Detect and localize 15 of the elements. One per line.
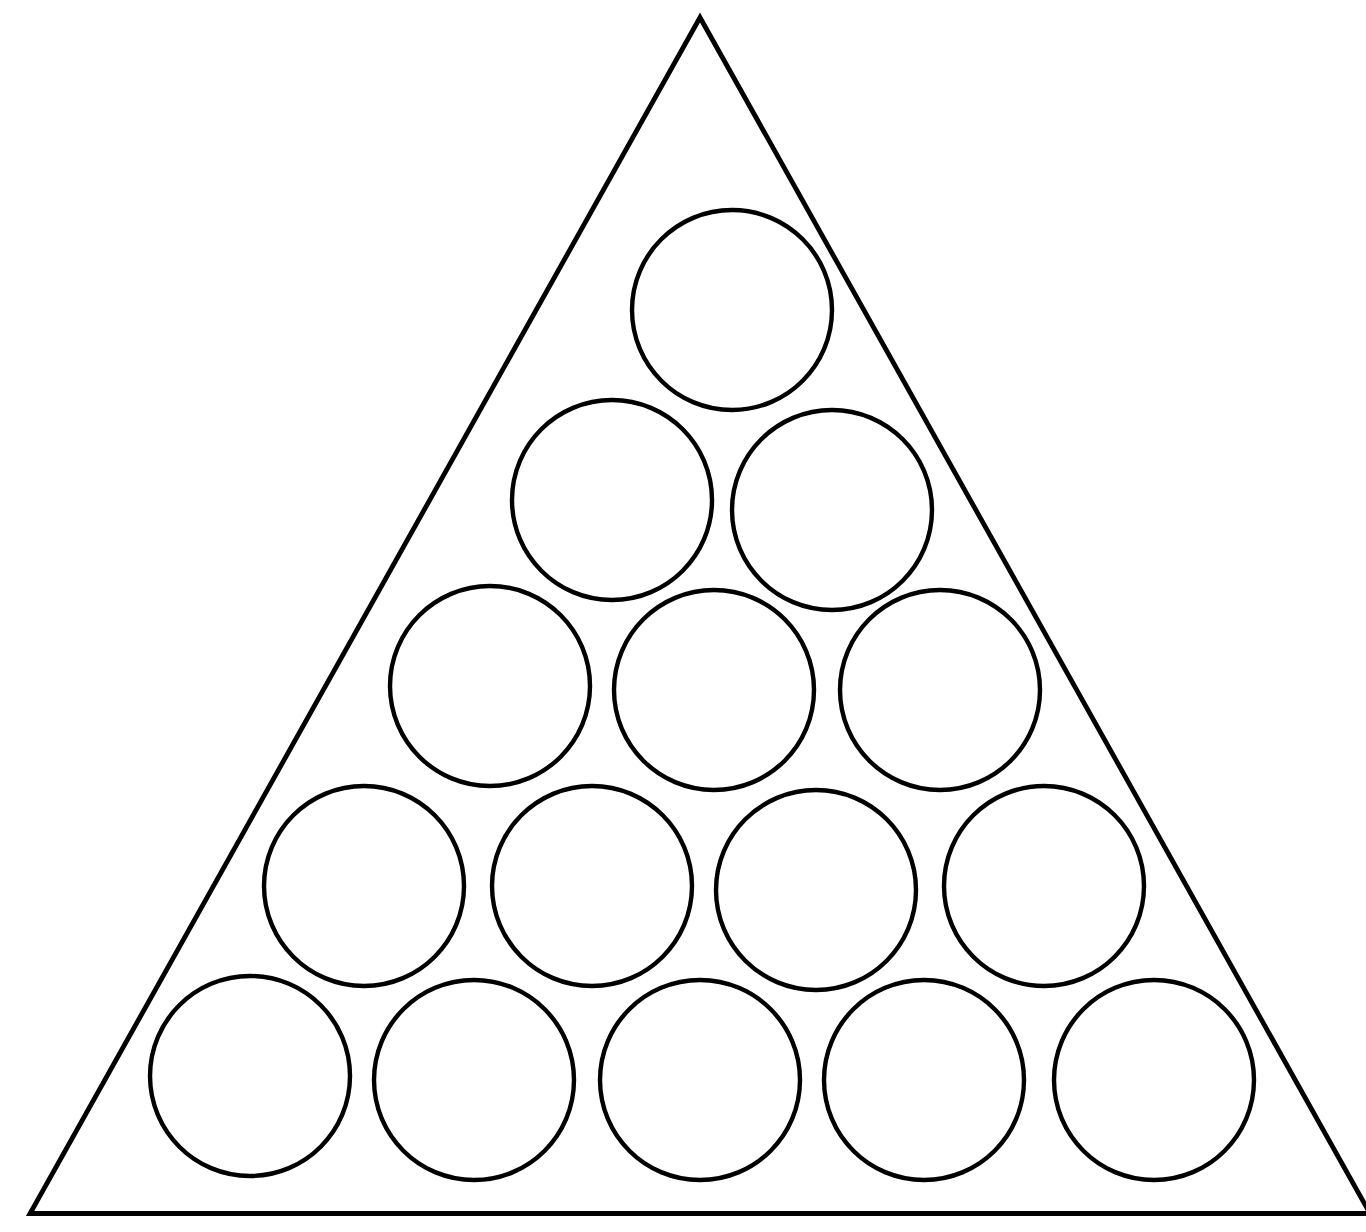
circle [729,407,935,613]
circle [147,973,353,1179]
circle [941,783,1147,989]
circle [837,587,1043,793]
circle [387,583,593,789]
circle [261,783,467,989]
circle [371,977,577,1183]
circle [597,977,803,1183]
circle [1051,977,1257,1183]
circle [509,397,715,603]
circle [611,587,817,793]
circle [489,783,695,989]
circle [713,787,919,993]
circle [821,977,1027,1183]
circle [629,207,835,413]
